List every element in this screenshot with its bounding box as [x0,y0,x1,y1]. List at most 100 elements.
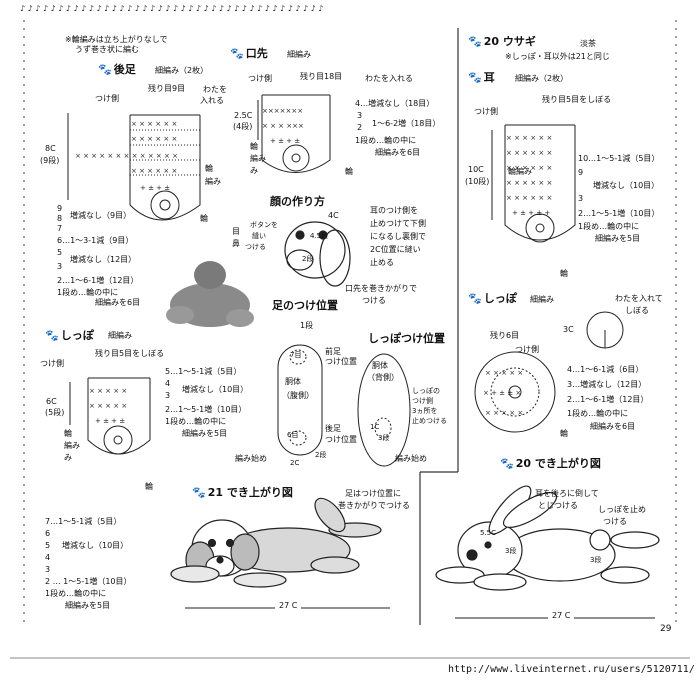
rabbit-final-length: 27 C [548,611,575,621]
dog-tail-stitches: × × × × × × × × × × + ± + ± [89,387,127,425]
svg-text:♪ ♪ ♪ ♪ ♪ ♪ ♪ ♪ ♪ ♪ ♪ ♪ ♪ ♪ ♪: ♪ ♪ ♪ ♪ ♪ ♪ ♪ ♪ ♪ ♪ ♪ ♪ ♪ ♪ ♪ ♪ ♪ ♪ ♪ ♪ … [20,4,323,13]
face-ear-note-4: 2C位置に縫い [370,245,421,254]
top-note-2: うず巻き状に編む [75,45,139,54]
svg-text:× × × × × ×: × × × × × × [506,194,552,202]
tail-position-title: しっぽつけ位置 [368,332,445,345]
paw-icon: 🐾 [45,329,59,342]
tail-position-body-1: 胴体 [372,361,388,370]
page-number: 29 [660,624,672,634]
side-border [23,20,677,625]
ear-rows-r1b: 細編みを5目 [65,601,111,610]
rabbit-ear-title: 🐾耳 [468,71,495,84]
dog-tail-title: 🐾しっぽ [45,329,94,342]
dog-tail-stitch: 細編み [108,331,132,340]
muzzle-stitches: ××××××× × × × ××× + ± + ± [262,107,304,145]
svg-text:× × × ×××: × × × ××× [262,122,304,130]
leg-position-front-2: つけ位置 [325,357,357,366]
rabbit-final-rows-b: 3段 [505,547,517,555]
svg-text:× × × × × ×: × × × × × × [506,164,552,172]
face-size: 4C [328,211,339,220]
muzzle-r4: 4…増減なし（18目） [355,99,435,108]
hind-leg-r9: 増減なし（9目） [70,211,132,220]
rabbit-ear-r10: 10…1～5-1減（5目） [578,154,660,163]
tail-position-tail-3: 3ヵ所を [412,407,438,415]
rabbit-tail-title: 🐾しっぽ [468,292,517,305]
tail-position-tail-1: しっぽの [412,387,440,395]
source-url[interactable]: http://www.liveinternet.ru/users/5120711… [448,664,695,675]
hind-leg-stitches: × × × × × × × × × × × × × × × × × × × × … [75,120,178,192]
hind-leg-r1b: 細編みを6目 [95,298,141,307]
muzzle-r2: 2 [357,123,363,132]
svg-text:× × × × × × × × × × × × ×: × × × × × × × × × × × × × [75,152,178,160]
dog-tail-ring: 輪 [145,482,153,491]
face-eye: 目 [232,227,240,236]
rabbit-ear-r1: 1段め…輪の中に [578,222,640,231]
muzzle-r3: 3 [357,111,363,120]
svg-text:×××××××: ××××××× [262,107,303,115]
hind-leg-r2: 2…1～6-1増（12目） [57,276,139,285]
hind-leg-row7: 7 [57,224,63,233]
leg-position-start: 編み始め [235,454,267,463]
muzzle-round2: 編み [250,154,266,163]
paw-icon: 🐾 [468,35,482,48]
top-note-1: ※輪編みは立ち上がりなしで [65,35,168,44]
hind-leg-r7: 6…1～3-1減（9目） [57,236,134,245]
hind-leg-ring: 輪 [200,214,208,223]
face-rows-a: 4.5段 [310,232,329,240]
face-ear-note-5: 止める [370,258,394,267]
face-diagram [284,221,351,287]
dog-tail-r1: 1段め…輪の中に [165,417,227,426]
dog-tail-r1b: 細編みを5目 [182,429,228,438]
tail-position-size-1: 1C [370,423,380,431]
rabbit-tail-r3: 3…増減なし（12目） [567,380,647,389]
svg-text:× × × × × ×: × × × × × × [506,149,552,157]
paw-icon: 🐾 [98,63,112,76]
rabbit-ear-height: 10C [468,165,484,174]
dog-tail-rows: (5段) [45,408,65,417]
dog-tail-chart [69,377,151,455]
leg-position-front-1: 前足 [325,347,341,356]
rabbit-tail-attach: つけ側 [515,345,539,354]
muzzle-chart [257,94,331,173]
face-muzzle-note-1: 口先を巻きかがりで [345,284,417,293]
muzzle-height: 2.5C [234,111,253,120]
hind-leg-insert: 入れる [200,96,224,105]
finished-rabbit-illustration [435,485,660,591]
dog-final-note-2: 巻きかがりでつける [338,501,410,510]
dog-tail-round3: み [64,453,72,462]
svg-text:× × × × × ×: × × × × × × [506,179,552,187]
leg-position-title: 足のつけ位置 [272,299,338,312]
svg-text:+ ± + ±: + ± + ± [140,184,170,192]
rabbit-tail-stitches: × × × × × × + ± ± × × × × × × [483,369,523,417]
svg-text:+ ± + ±: + ± + ± [270,137,300,145]
paw-icon: 🐾 [468,292,482,305]
hind-leg-row5: 5 [57,248,63,257]
rabbit-tail-r1: 1段め…輪の中に [567,409,629,418]
face-rows-b: 2段 [302,255,314,263]
dog-final-title: 🐾21 でき上がり図 [192,486,293,499]
face-button-2: 縫い [252,232,266,240]
svg-text:× × × × ×: × × × × × [485,369,523,377]
paw-icon: 🐾 [500,457,514,470]
leg-position-rows2: 2段 [315,451,327,459]
ear-rows-r3: 3 [45,565,51,574]
muzzle-ring: 輪 [345,167,353,176]
rabbit-tail-chart [474,311,624,433]
hind-leg-rows: (9段) [40,156,60,165]
rabbit-tail-r1b: 細編みを6目 [590,422,636,431]
rabbit-ear-ring: 輪 [560,269,568,278]
rabbit-ear-attach: つけ側 [474,107,498,116]
dog-tail-round: 輪 [64,429,72,438]
rabbit-tail-thread-1: わたを入れて [615,294,663,303]
tail-position-start: 編み始め [395,454,427,463]
rabbit-ear-rows: (10段) [465,177,490,186]
svg-text:× × × × × ×: × × × × × × [131,135,177,143]
rabbit-ear-r2: 2…1～5-1増（10目） [578,209,660,218]
tail-position-tail-2: つけ側 [412,397,433,405]
body-back-diagram [357,353,411,467]
ear-rows-r6: 6 [45,529,51,538]
svg-text:× × × × ×: × × × × × [485,409,523,417]
rabbit-ear-leave: 残り目5目をしぼる [542,95,612,104]
svg-text:× × × × × ×: × × × × × × [131,120,177,128]
